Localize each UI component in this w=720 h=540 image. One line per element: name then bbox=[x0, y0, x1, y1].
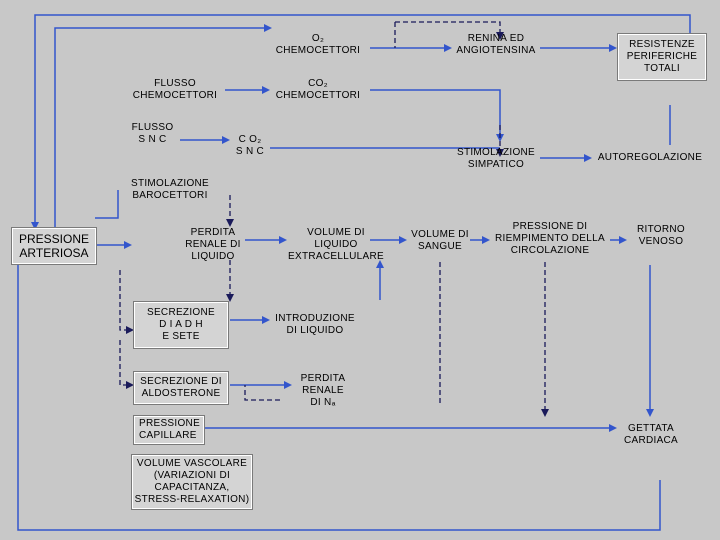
node-line: SANGUE bbox=[417, 241, 463, 252]
node-line: VENOSO bbox=[638, 236, 684, 247]
node-secrezione-adh: SECREZIONE D I A D H E SETE bbox=[133, 301, 229, 349]
node-line: RESISTENZE bbox=[629, 39, 695, 50]
node-line: STRESS-RELAXATION) bbox=[134, 494, 250, 505]
node-volume-sangue: VOLUME DI SANGUE bbox=[406, 227, 474, 255]
node-line: BAROCETTORI bbox=[132, 190, 208, 201]
node-line: RENALE DI bbox=[185, 239, 241, 250]
node-perdita-renale-liquido: PERDITA RENALE DI LIQUIDO bbox=[178, 224, 248, 266]
node-line: DI Nₐ bbox=[310, 397, 336, 408]
node-line: PRESSIONE DI bbox=[512, 221, 588, 232]
node-line: VOLUME DI bbox=[411, 229, 469, 240]
node-renina-angiotensina: RENINA ED ANGIOTENSINA bbox=[452, 30, 540, 60]
node-line: ARTERIOSA bbox=[19, 246, 89, 260]
node-line: STIMOLAZIONE bbox=[130, 178, 210, 189]
node-line: CHEMOCETTORI bbox=[275, 90, 361, 101]
node-line: PERIFERICHE bbox=[626, 51, 698, 62]
node-line: ANGIOTENSINA bbox=[456, 45, 536, 56]
node-resistenze-periferiche: RESISTENZE PERIFERICHE TOTALI bbox=[617, 33, 707, 81]
node-line: (VARIAZIONI DI bbox=[153, 470, 231, 481]
node-line: FLUSSO bbox=[131, 122, 174, 133]
node-co2-snc: C O₂ S N C bbox=[230, 132, 270, 160]
node-pressione-arteriosa: PRESSIONE ARTERIOSA bbox=[11, 227, 97, 265]
node-volume-vascolare: VOLUME VASCOLARE (VARIAZIONI DI CAPACITA… bbox=[131, 454, 253, 510]
node-line: PERDITA bbox=[190, 227, 236, 238]
node-line: CARDIACA bbox=[623, 435, 679, 446]
node-volume-liquido-extracellulare: VOLUME DI LIQUIDO EXTRACELLULARE bbox=[287, 224, 385, 266]
node-pressione-capillare: PRESSIONE CAPILLARE bbox=[133, 415, 205, 445]
node-co2-chemocettori: CO₂ CHEMOCETTORI bbox=[270, 76, 366, 104]
node-line: VOLUME DI bbox=[307, 227, 365, 238]
node-line: GETTATA bbox=[628, 423, 674, 434]
node-line: SECREZIONE DI bbox=[140, 376, 222, 387]
node-o2-chemocettori: O₂ CHEMOCETTORI bbox=[272, 30, 364, 60]
node-line: RITORNO bbox=[636, 224, 686, 235]
node-line: S N C bbox=[138, 134, 167, 145]
node-line: CHEMOCETTORI bbox=[275, 45, 361, 56]
node-stimolazione-simpatico: STIMOLAZIONE SIMPATICO bbox=[452, 145, 540, 173]
node-line: DI LIQUIDO bbox=[286, 325, 344, 336]
node-line: RENALE bbox=[302, 385, 344, 396]
node-perdita-renale-na: PERDITA RENALE DI Nₐ bbox=[292, 370, 354, 412]
node-line: CHEMOCETTORI bbox=[132, 90, 218, 101]
node-line: E SETE bbox=[162, 331, 200, 342]
node-line: CAPILLARE bbox=[139, 430, 197, 441]
node-line: STIMOLAZIONE bbox=[456, 147, 536, 158]
node-stimolazione-barocettori: STIMOLAZIONE BAROCETTORI bbox=[125, 176, 215, 204]
node-line: SECREZIONE bbox=[146, 307, 215, 318]
node-autoregolazione: AUTOREGOLAZIONE bbox=[594, 150, 706, 166]
node-line: ALDOSTERONE bbox=[141, 388, 221, 399]
node-line: RENINA ED bbox=[467, 33, 525, 44]
node-line: PERDITA bbox=[300, 373, 346, 384]
outer-feedback-loops bbox=[17, 14, 691, 531]
node-line: S N C bbox=[235, 146, 265, 157]
node-line: LIQUIDO bbox=[191, 251, 235, 262]
node-line: EXTRACELLULARE bbox=[288, 251, 384, 262]
node-line: SIMPATICO bbox=[467, 159, 525, 170]
node-line: LIQUIDO bbox=[314, 239, 358, 250]
node-line: CIRCOLAZIONE bbox=[510, 245, 590, 256]
node-gettata-cardiaca: GETTATA CARDIACA bbox=[618, 420, 684, 450]
node-flusso-snc: FLUSSO S N C bbox=[125, 120, 180, 148]
node-line: C O₂ bbox=[238, 134, 262, 145]
node-line: PRESSIONE bbox=[18, 232, 90, 246]
node-line: RIEMPIMENTO DELLA bbox=[495, 233, 605, 244]
node-line: CAPACITANZA, bbox=[154, 482, 230, 493]
node-line: FLUSSO bbox=[154, 78, 196, 89]
node-line: O₂ bbox=[311, 33, 325, 44]
node-pressione-riempimento: PRESSIONE DI RIEMPIMENTO DELLA CIRCOLAZI… bbox=[490, 218, 610, 260]
solid-arrows bbox=[95, 44, 671, 505]
node-line: INTRODUZIONE bbox=[275, 313, 355, 324]
node-line: AUTOREGOLAZIONE bbox=[597, 152, 703, 163]
node-line: VOLUME VASCOLARE bbox=[136, 458, 248, 469]
node-ritorno-venoso: RITORNO VENOSO bbox=[626, 222, 696, 250]
node-line: CO₂ bbox=[308, 78, 328, 89]
node-introduzione-liquido: INTRODUZIONE DI LIQUIDO bbox=[270, 311, 360, 339]
node-line: TOTALI bbox=[644, 63, 680, 74]
node-flusso-chemocettori: FLUSSO CHEMOCETTORI bbox=[125, 76, 225, 104]
node-secrezione-aldosterone: SECREZIONE DI ALDOSTERONE bbox=[133, 371, 229, 405]
node-line: PRESSIONE bbox=[139, 418, 201, 429]
dashed-arrows bbox=[119, 21, 549, 417]
node-line: D I A D H bbox=[159, 319, 203, 330]
